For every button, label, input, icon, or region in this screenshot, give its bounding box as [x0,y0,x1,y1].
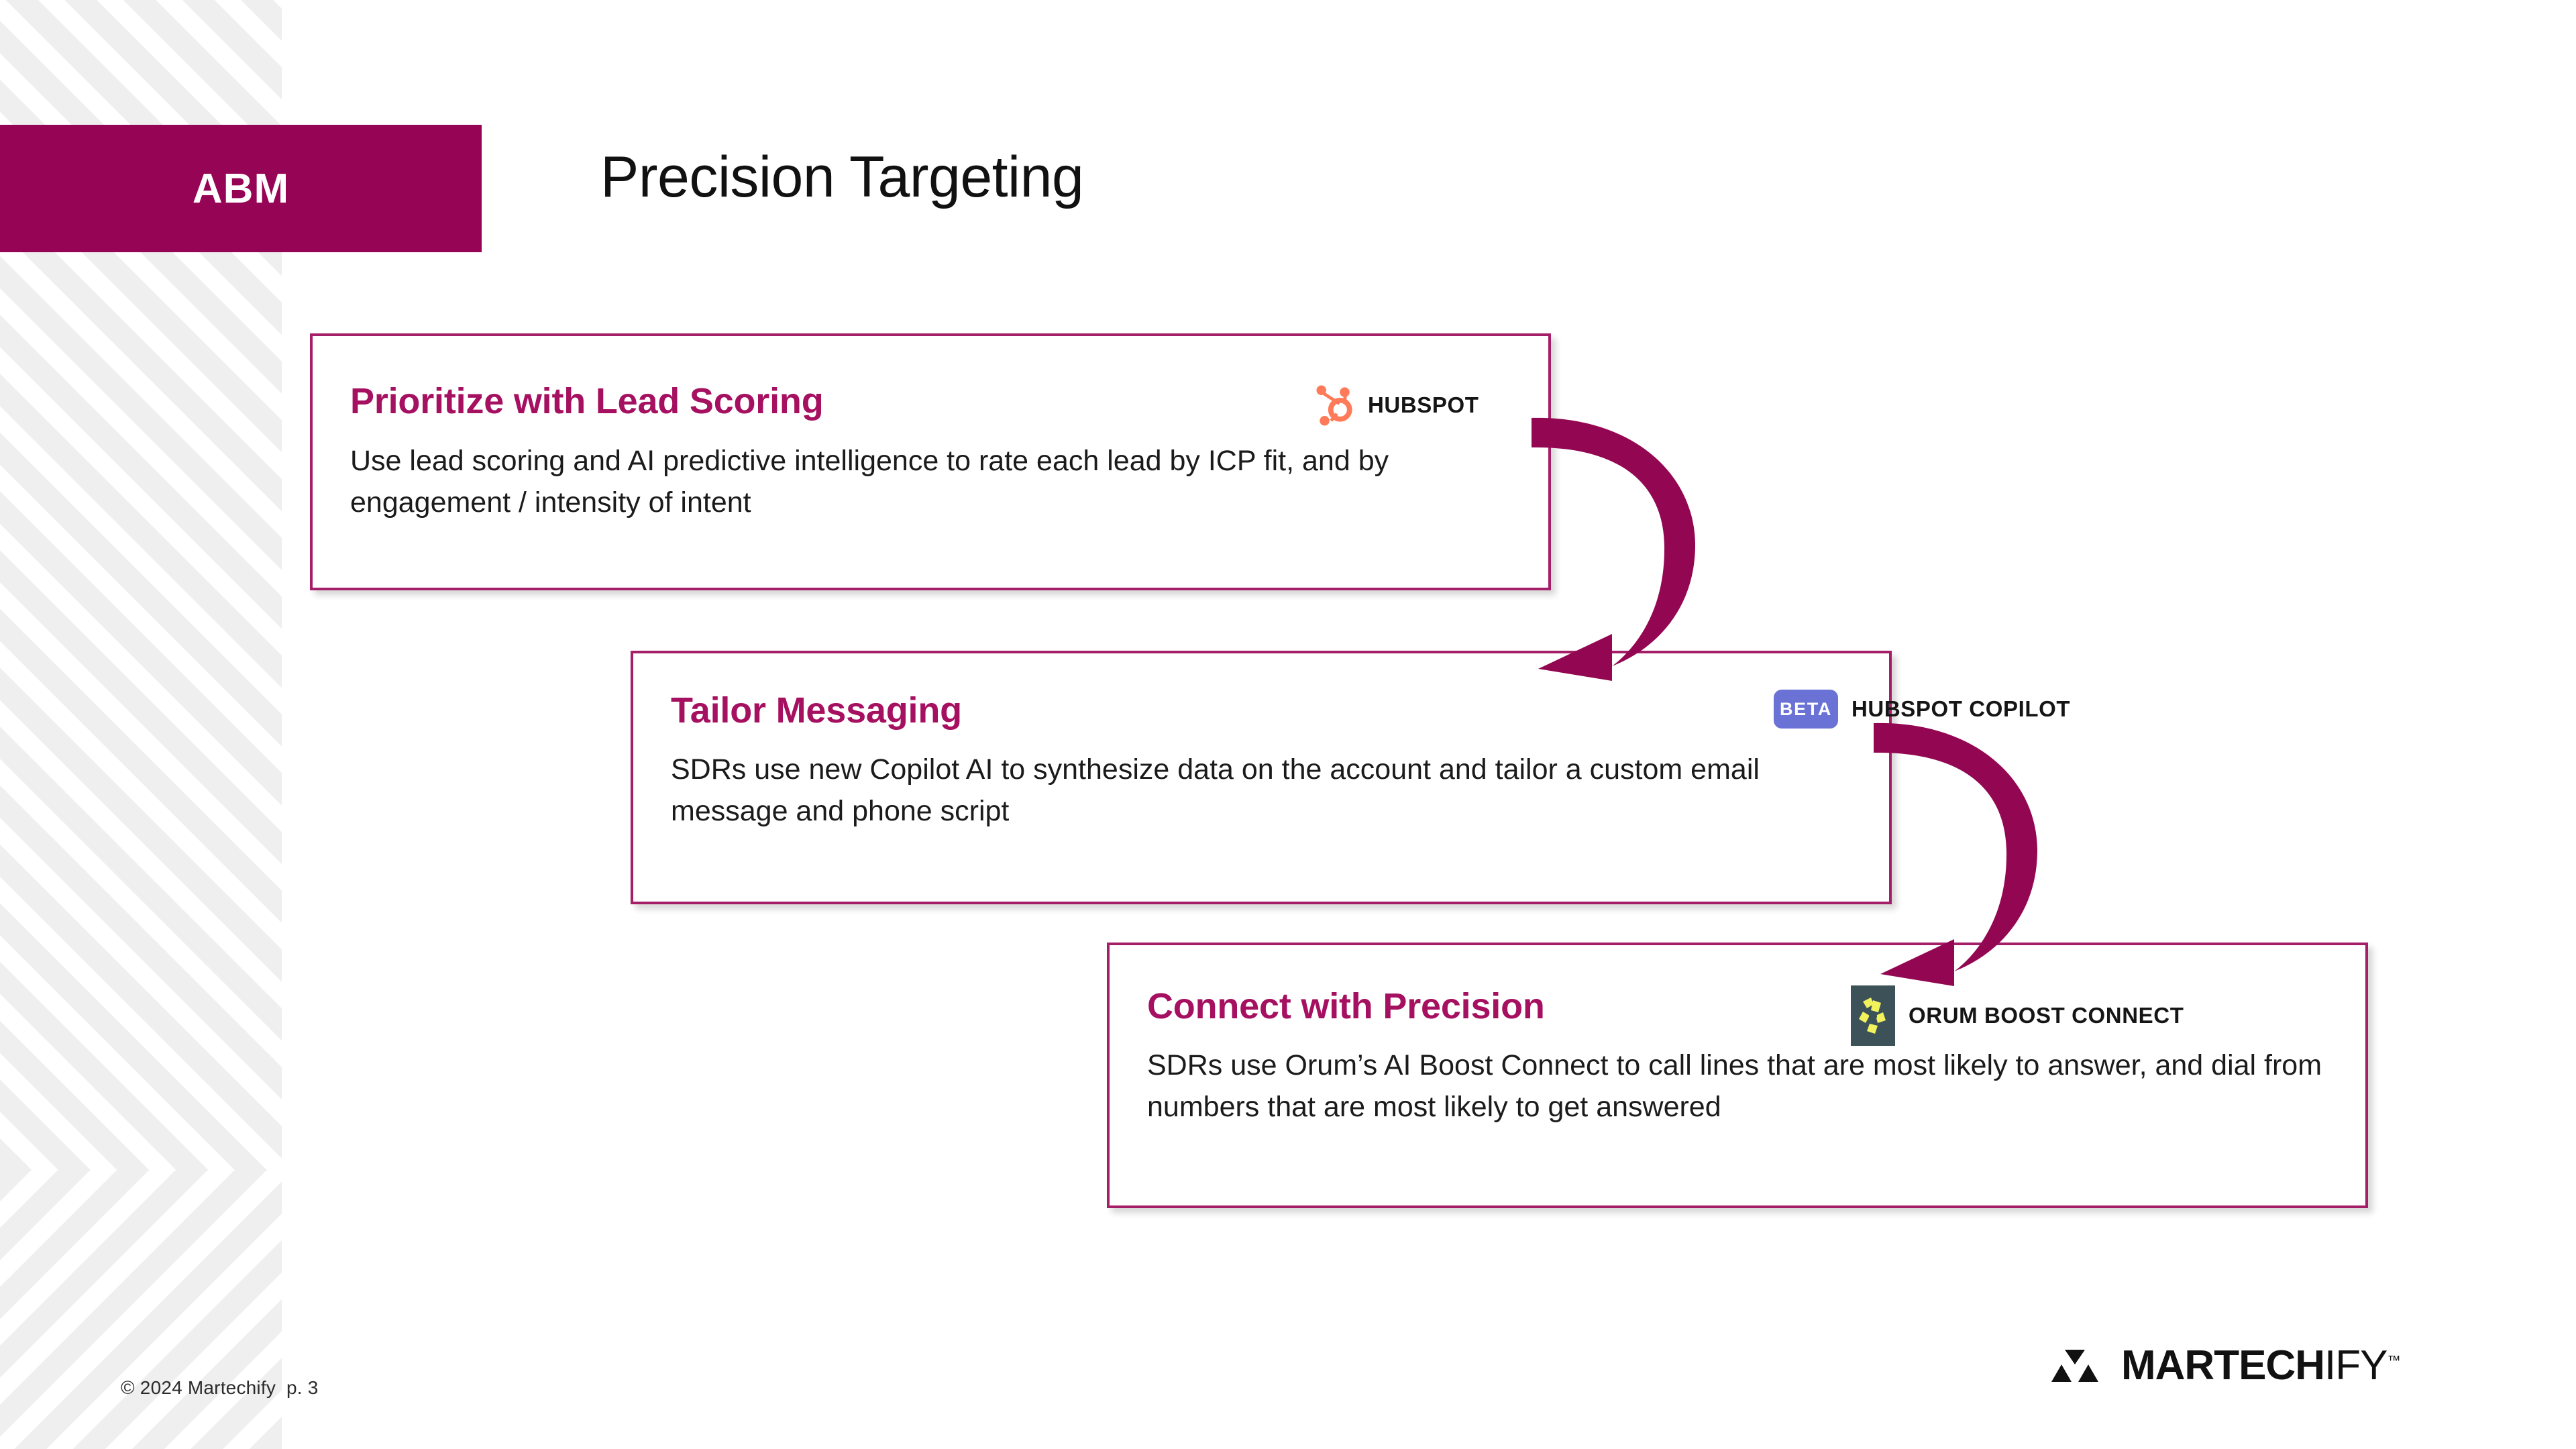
step-card-prioritize[interactable]: Prioritize with Lead Scoring HUBSPOT Use… [310,333,1551,590]
category-badge-abm: ABM [0,125,482,252]
step-card-tailor[interactable]: Tailor Messaging BETA HUBSPOT COPILOT SD… [631,651,2070,904]
brand-tag-hubspot: HUBSPOT [1316,384,1479,426]
brand-label: HUBSPOT [1368,392,1479,417]
category-badge-label: ABM [192,165,290,212]
hubspot-sprocket-icon [1316,385,1352,426]
orum-pinwheel-icon [1851,985,1895,1046]
card-heading: Tailor Messaging [671,690,962,731]
card-body: SDRs use Orum’s AI Boost Connect to call… [1147,1049,2322,1124]
brand-label: ORUM BOOST CONNECT [1909,1003,2184,1028]
card-body: SDRs use new Copilot AI to synthesize da… [671,753,1760,828]
step-card-connect[interactable]: Connect with Precision ORUM BOOST CONNEC… [1107,943,2368,1208]
footer-page-number: p. 3 [286,1377,319,1398]
brand-tag-orum: ORUM BOOST CONNECT [1851,985,2184,1046]
footer-copyright: © 2024 Martechify p. 3 [121,1377,319,1399]
wordmark-trademark: ™ [2387,1353,2400,1368]
martechify-wordmark: MARTECHIFY™ [2121,1342,2400,1389]
chevron-stripes-lower [0,1171,282,1449]
martechify-triangles-icon [2051,1349,2098,1382]
curved-arrow-card1-to-card2 [1532,417,1696,681]
brand-label: HUBSPOT COPILOT [1851,696,2071,721]
card-body: Use lead scoring and AI predictive intel… [350,445,1389,519]
martechify-logo: MARTECHIFY™ [2050,1342,2400,1389]
card-heading: Connect with Precision [1147,986,1545,1026]
wordmark-strong: MARTECH [2121,1342,2325,1389]
beta-badge-icon: BETA [1774,690,1838,729]
page-title: Precision Targeting [600,145,1084,209]
wordmark-light: IFY [2324,1342,2387,1389]
beta-badge-label: BETA [1780,698,1832,719]
footer-copyright-text: © 2024 Martechify [121,1377,276,1398]
card-heading: Prioritize with Lead Scoring [350,381,824,421]
brand-tag-hubspot-copilot: BETA HUBSPOT COPILOT [1774,690,2070,729]
